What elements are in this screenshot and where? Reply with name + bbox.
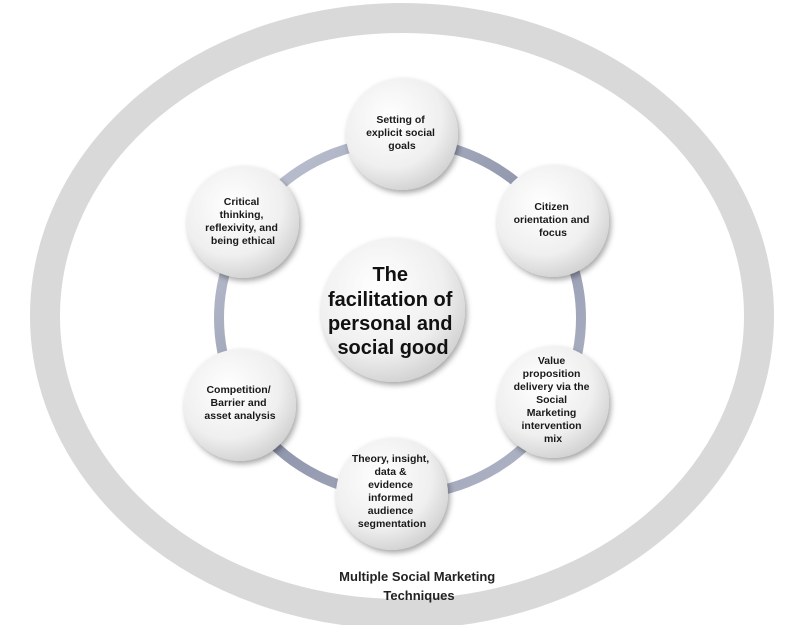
node-competition-analysis: Competition/ Barrier and asset analysis [184, 349, 296, 461]
node-label-line: Marketing [527, 407, 577, 419]
node-label-line: Social [536, 394, 567, 406]
node-label-line: asset analysis [204, 410, 275, 422]
center-label-line: facilitation of [328, 289, 453, 311]
center-label-line: personal and [328, 313, 452, 335]
node-label-line: Barrier and [211, 397, 267, 409]
node-label-line: intervention [521, 420, 581, 432]
outer-ring [30, 3, 774, 625]
node-critical-thinking: Critical thinking, reflexivity, and bein… [187, 166, 299, 278]
node-citizen-orientation: Citizen orientation and focus [497, 165, 609, 277]
node-label-line: Setting of [376, 114, 425, 126]
center-label: The facilitation of personal and social … [328, 264, 458, 359]
node-value-proposition: Value proposition delivery via the Socia… [497, 346, 609, 458]
node-label-line: Theory, insight, [352, 453, 429, 465]
outer-label-line: Multiple Social Marketing [339, 569, 495, 584]
node-label-line: Value [538, 355, 566, 367]
svg-text:Competition/ Barrier and: Competition/ Barrier and asset analysis [204, 384, 275, 422]
node-label-line: delivery via the [514, 381, 590, 393]
node-explicit-social-goals: Setting of explicit social goals [346, 78, 458, 190]
node-label-line: data & [374, 466, 407, 478]
svg-text:Setting of explicit soci: Setting of explicit social goals [366, 114, 438, 152]
node-label-line: audience [368, 505, 414, 517]
node-label-line: Critical [224, 196, 260, 208]
svg-text:Critical thinking,: Critical thinking, reflexivity, and bein… [205, 196, 281, 247]
node-label-line: being ethical [211, 235, 275, 247]
node-label-line: Citizen [534, 201, 568, 213]
node-label-line: thinking, [220, 209, 264, 221]
node-label-line: Competition/ [206, 384, 270, 396]
svg-text:Citizen orientation and: Citizen orientation and focus [514, 201, 593, 239]
outer-label-line: Techniques [383, 588, 454, 603]
node-label-line: informed [368, 492, 413, 504]
center-node: The facilitation of personal and social … [321, 238, 465, 382]
node-label-line: reflexivity, and [205, 222, 278, 234]
node-label-line: mix [544, 433, 562, 445]
node-label-line: focus [539, 227, 567, 239]
center-label-line: social good [337, 337, 448, 359]
node-label-line: segmentation [358, 518, 426, 530]
node-label-line: proposition [523, 368, 581, 380]
outer-ring-label: Multiple Social Marketing Techniques [339, 569, 499, 603]
node-theory-segmentation: Theory, insight, data & evidence informe… [336, 438, 448, 550]
node-label-line: evidence [368, 479, 413, 491]
node-label-line: goals [388, 140, 416, 152]
node-label-line: explicit social [366, 127, 435, 139]
svg-text:Theory, insight, data &: Theory, insight, data & evidence informe… [352, 453, 432, 530]
svg-text:Value proposition: Value proposition delivery via the Socia… [514, 355, 593, 445]
node-label-line: orientation and [514, 214, 590, 226]
center-label-line: The [372, 264, 408, 286]
